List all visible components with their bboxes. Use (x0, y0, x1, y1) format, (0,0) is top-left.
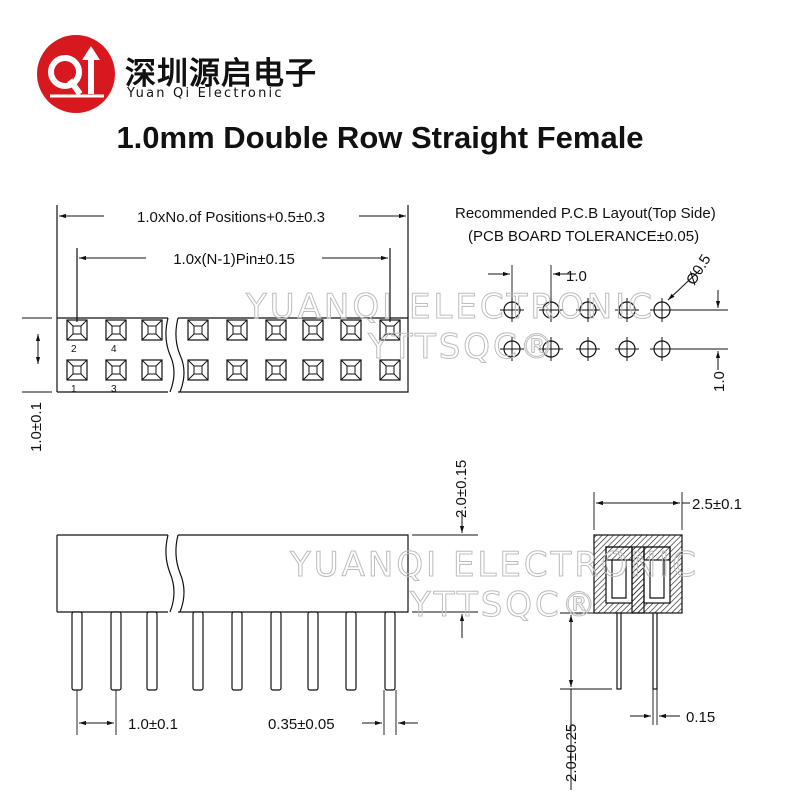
pcb-hole (576, 298, 600, 322)
pin-number-4: 4 (111, 344, 117, 355)
page-title: 1.0mm Double Row Straight Female (116, 120, 644, 155)
side-view-dimensions: 2.5±0.1 2.0±0.25 0.15 (563, 496, 742, 790)
pcb-hole (500, 337, 524, 361)
pcb-pitch-x-label: 1.0 (566, 268, 587, 285)
contact-pad (105, 359, 127, 381)
pcb-hole (650, 337, 674, 361)
pin-size-label: 0.35±0.05 (268, 716, 335, 733)
contact-pad (66, 319, 88, 341)
terminal-pin (270, 611, 282, 691)
watermark-line2-top: YTTSQC® (367, 327, 557, 367)
contact-pad (187, 359, 209, 381)
pcb-hole (615, 337, 639, 361)
pcb-hole (539, 337, 563, 361)
contact-pad (379, 319, 401, 341)
pin-number-1: 1 (71, 384, 77, 395)
contact-pad (187, 319, 209, 341)
contact-pad (340, 319, 362, 341)
pcb-hole (650, 298, 674, 322)
pcb-hole (539, 298, 563, 322)
watermark-line1-top: YUANQI ELECTRONIC (245, 287, 655, 327)
tail-length-label: 2.0±0.25 (563, 724, 580, 782)
pcb-tolerance-note: (PCB BOARD TOLERANCE±0.05) (468, 228, 699, 245)
side-width-label: 2.5±0.1 (692, 496, 742, 513)
contact-pad (141, 319, 163, 341)
pcb-holes (500, 298, 674, 361)
contact-pad (265, 319, 287, 341)
front-view-pins (71, 611, 396, 691)
terminal-pin (146, 611, 158, 691)
pcb-hole (576, 337, 600, 361)
pin-pitch-label: 1.0±0.1 (128, 716, 178, 733)
terminal-pin (384, 611, 396, 691)
watermark: YUANQI ELECTRONIC YTTSQC® YUANQI ELECTRO… (245, 287, 699, 626)
contact-pad (379, 359, 401, 381)
contact-pad (226, 359, 248, 381)
pcb-hole (500, 298, 524, 322)
brand-name-english: Yuan Qi Electronic (127, 86, 284, 101)
pin-number-2: 2 (71, 344, 77, 355)
front-view (56, 534, 478, 613)
terminal-pin (110, 611, 122, 691)
company-logo (36, 34, 116, 114)
pcb-pitch-y-label: 1.0 (711, 371, 728, 392)
pin-thickness-label: 0.15 (686, 709, 715, 726)
body-height-label: 2.0±0.15 (453, 460, 470, 518)
brand-name-chinese: 深圳源启电子 (125, 56, 317, 92)
contact-pad (141, 359, 163, 381)
watermark-line1-bottom: YUANQI ELECTRONIC (289, 545, 699, 585)
pin-number-3: 3 (111, 384, 117, 395)
contact-pad (105, 319, 127, 341)
hole-diameter-label: Ø0.5 (683, 252, 715, 289)
contact-pad (302, 319, 324, 341)
terminal-pin (192, 611, 204, 691)
row-pitch-label: 1.0±0.1 (28, 402, 45, 452)
terminal-pin (307, 611, 319, 691)
contact-pad (226, 319, 248, 341)
pin-span-label: 1.0x(N-1)Pin±0.15 (173, 251, 295, 268)
terminal-pin (71, 611, 83, 691)
contact-pad (66, 359, 88, 381)
top-view-dimensions: 1.0xNo.of Positions+0.5±0.3 1.0x(N-1)Pin… (28, 207, 406, 452)
pcb-hole (615, 298, 639, 322)
contact-pad (340, 359, 362, 381)
contact-pad (302, 359, 324, 381)
watermark-line2-bottom: YTTSQC® (409, 585, 599, 625)
top-view-pads (66, 319, 401, 381)
side-view (560, 492, 683, 690)
front-view-dimensions: 2.0±0.15 1.0±0.1 0.35±0.05 (76, 460, 470, 735)
contact-pad (265, 359, 287, 381)
overall-length-label: 1.0xNo.of Positions+0.5±0.3 (137, 209, 325, 226)
top-view (22, 205, 409, 393)
terminal-pin (231, 611, 243, 691)
pcb-layout-heading: Recommended P.C.B Layout(Top Side) (455, 205, 716, 222)
terminal-pin (345, 611, 357, 691)
